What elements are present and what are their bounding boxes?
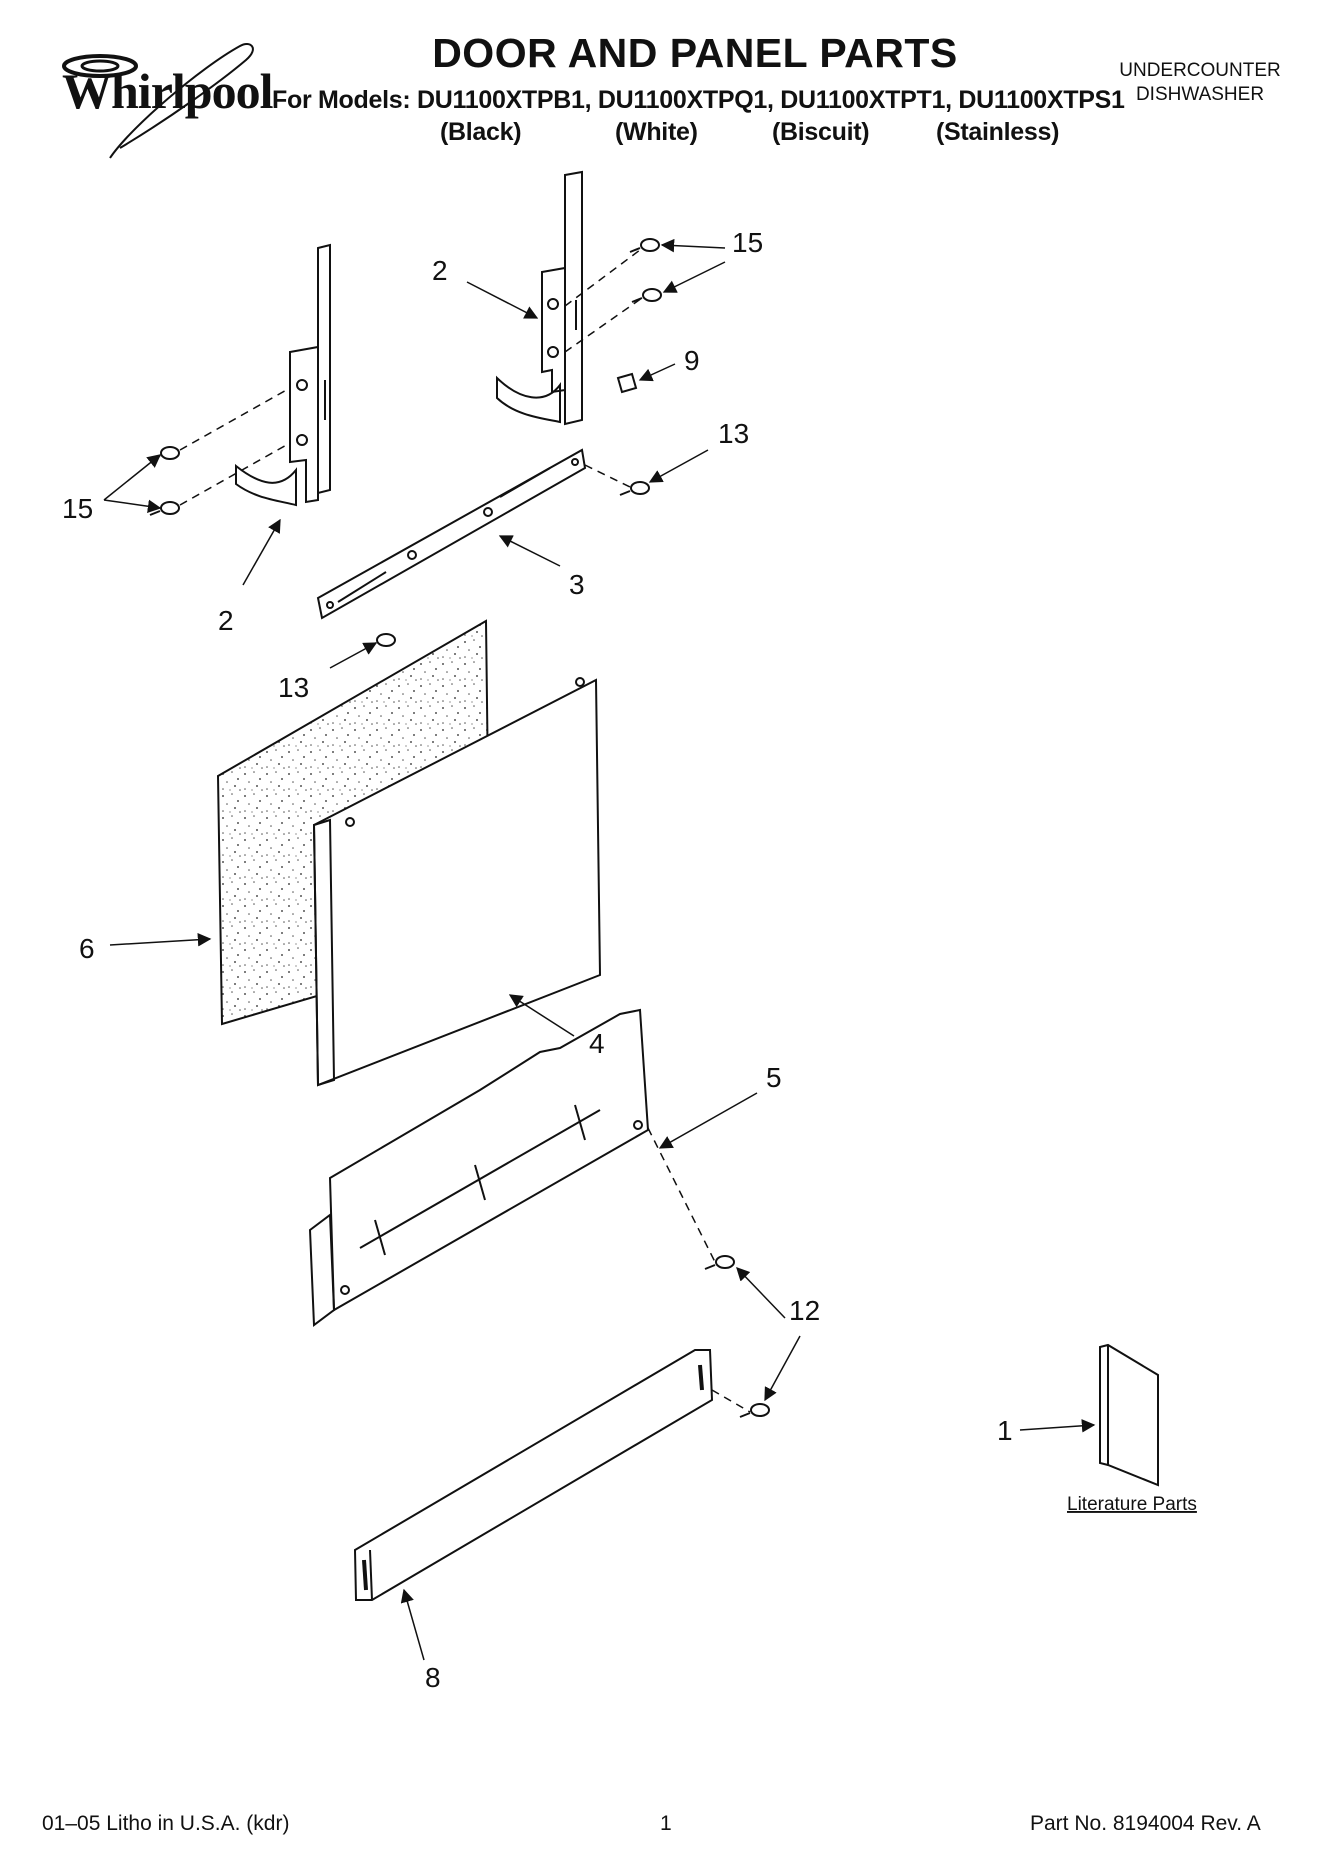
- screw-15-right-upper: [629, 238, 660, 253]
- screw-12-upper: [704, 1255, 735, 1270]
- leader-arrows: [103, 238, 1096, 1661]
- toe-plate: [353, 1349, 714, 1601]
- callout-9: 9: [684, 345, 700, 376]
- callout-1: 1: [997, 1415, 1013, 1446]
- product-type-line2: DISHWASHER: [1135, 84, 1265, 105]
- door-panel: [312, 677, 602, 1087]
- models-line: For Models: DU1100XTPB1, DU1100XTPQ1, DU…: [272, 86, 1125, 114]
- callout-4: 4: [589, 1028, 605, 1059]
- clip-part: [616, 372, 638, 394]
- screw-12-lower: [739, 1403, 770, 1418]
- footer-part-number: Part No. 8194004 Rev. A: [1030, 1812, 1261, 1835]
- callout-15-left: 15: [62, 493, 93, 524]
- variant-white: (White): [615, 118, 698, 146]
- callout-5: 5: [766, 1062, 782, 1093]
- screw-13-left: [365, 633, 396, 648]
- right-hinge-bracket: [496, 170, 583, 426]
- brand-logo: Whirlpool: [62, 63, 273, 119]
- screw-13-right: [619, 481, 650, 496]
- assembly-lines: [179, 249, 751, 1413]
- callout-6: 6: [79, 933, 95, 964]
- callout-15-right: 15: [732, 227, 763, 258]
- callout-8: 8: [425, 1662, 441, 1693]
- callout-2-left: 2: [218, 605, 234, 636]
- callout-3: 3: [569, 569, 585, 600]
- whirlpool-logo-swirl: [62, 42, 254, 159]
- variant-black: (Black): [440, 118, 522, 146]
- footer-print-info: 01–05 Litho in U.S.A. (kdr): [42, 1812, 290, 1835]
- literature-booklet: [1099, 1343, 1159, 1487]
- footer-page-number: 1: [660, 1812, 672, 1835]
- callout-12: 12: [789, 1295, 820, 1326]
- variant-stainless: (Stainless): [936, 118, 1060, 146]
- left-hinge-bracket: [235, 243, 331, 507]
- literature-parts-label: Literature Parts: [1067, 1494, 1197, 1515]
- callout-2-right: 2: [432, 255, 448, 286]
- callout-13-left: 13: [278, 672, 309, 703]
- callout-13-right: 13: [718, 418, 749, 449]
- screw-15-left-lower: [149, 501, 180, 516]
- screw-15-right-lower: [631, 288, 662, 303]
- screw-15-left-upper: [149, 446, 180, 461]
- variant-biscuit: (Biscuit): [772, 118, 870, 146]
- product-type-line1: UNDERCOUNTER: [1119, 60, 1281, 81]
- mounting-bar: [316, 448, 587, 620]
- lower-panel-bracket: [308, 1008, 650, 1327]
- page-title: DOOR AND PANEL PARTS: [432, 30, 958, 76]
